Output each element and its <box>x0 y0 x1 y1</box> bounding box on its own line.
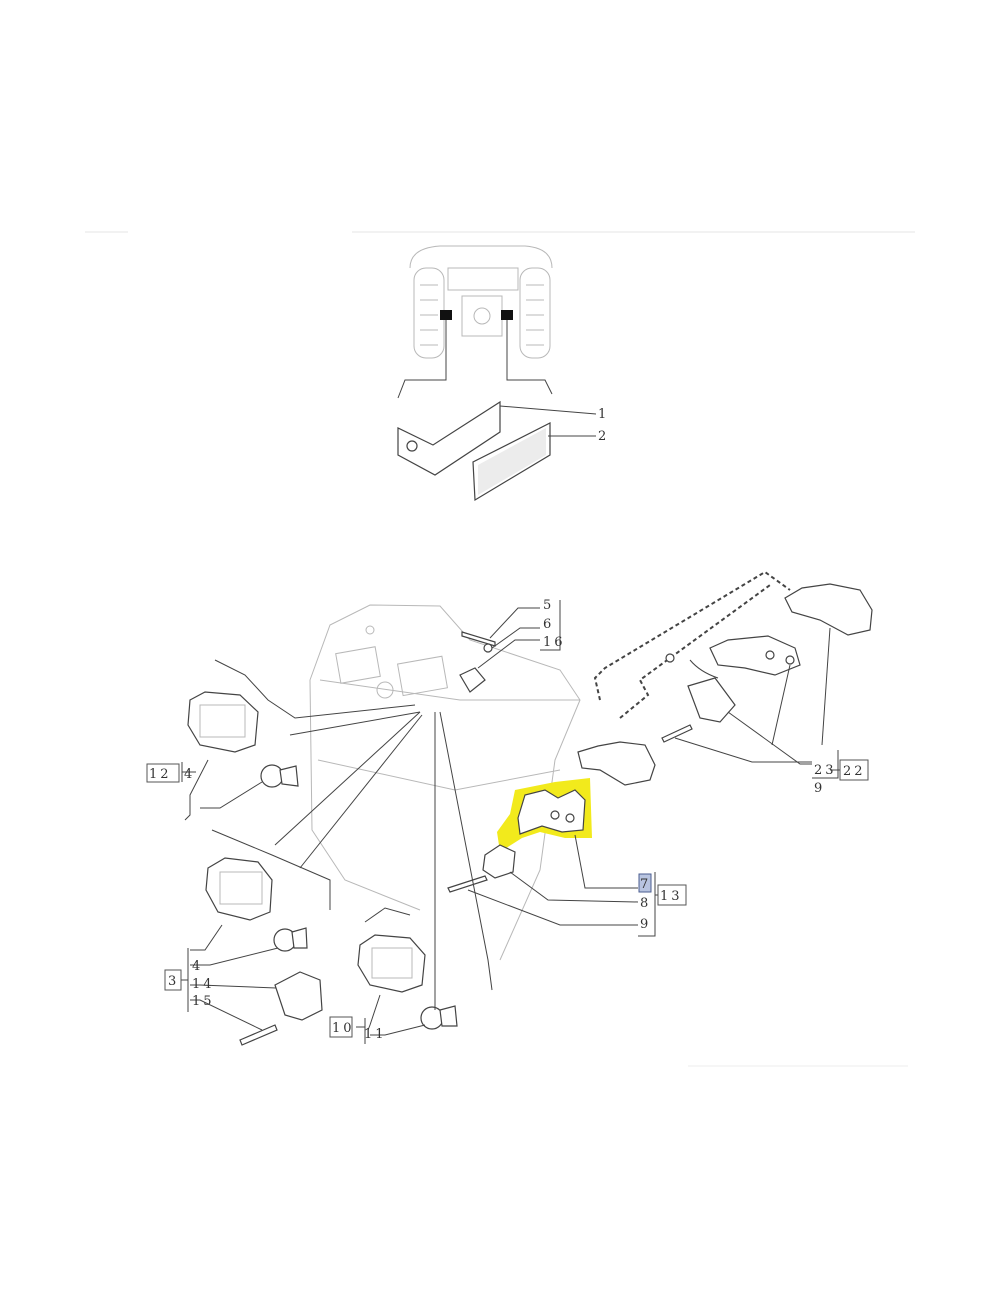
side-lamp-front <box>577 741 656 786</box>
left-upper-lamp-group <box>184 659 421 821</box>
label-13: 13 <box>660 889 683 904</box>
hood-outline <box>309 604 581 961</box>
screw-right <box>661 724 693 743</box>
work-lamp-bottom <box>357 934 426 993</box>
label-15: 15 <box>192 994 215 1009</box>
label-box-22 <box>839 759 869 781</box>
label-9-right: 9 <box>814 781 825 796</box>
tractor-rear-view <box>409 245 553 359</box>
label-14: 14 <box>192 977 215 992</box>
rear-bracket <box>517 789 586 835</box>
bulb-upper <box>260 764 284 788</box>
label-10: 10 <box>332 1021 355 1036</box>
reflector-right-marker <box>501 310 513 320</box>
screw-mid <box>447 875 488 893</box>
side-lamp-rear <box>784 583 873 636</box>
label-3: 3 <box>168 974 179 989</box>
label-4-upper: 4 <box>184 767 195 782</box>
label-12: 12 <box>149 767 172 782</box>
small-lamp-mid <box>482 844 516 879</box>
screw-lower <box>239 1024 278 1046</box>
label-box-7-selected[interactable] <box>638 873 652 893</box>
label-4-lower: 4 <box>192 959 203 974</box>
label-23: 23 <box>814 763 837 778</box>
label-1: 1 <box>598 407 609 422</box>
label-7[interactable]: 7 <box>640 877 651 892</box>
label-box-10 <box>329 1016 353 1038</box>
label-22: 22 <box>843 764 866 779</box>
side-lamp-body <box>687 677 736 723</box>
label-8: 8 <box>640 896 651 911</box>
label-2: 2 <box>598 429 609 444</box>
left-lower-lamp-group <box>190 711 423 1046</box>
label-16: 16 <box>543 635 566 650</box>
lamp-cover <box>274 971 323 1021</box>
label-box-13 <box>657 884 687 906</box>
mount-plate <box>459 667 486 693</box>
left-bottom-lamp-group <box>357 711 493 1036</box>
reflector-left-marker <box>440 310 452 320</box>
reflector-bracket-callout <box>397 320 597 502</box>
label-box-3 <box>164 969 182 991</box>
right-lamp-cluster <box>577 570 873 786</box>
label-5: 5 <box>543 598 554 613</box>
label-9-mid: 9 <box>640 917 651 932</box>
label-6: 6 <box>543 617 554 632</box>
label-box-12 <box>146 763 180 783</box>
reflector-bracket <box>397 400 501 476</box>
label-11: 11 <box>364 1027 387 1042</box>
side-lamp-bracket <box>709 635 801 676</box>
work-lamp-upper <box>187 691 259 753</box>
